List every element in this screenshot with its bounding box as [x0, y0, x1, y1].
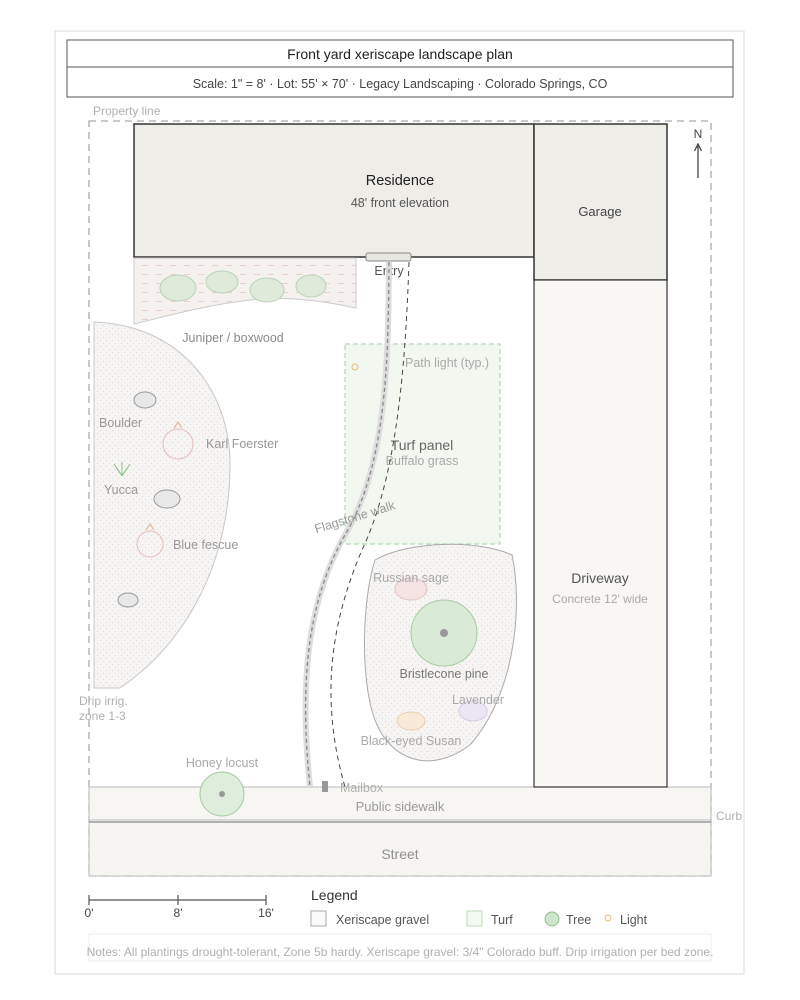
- boulder-label: Boulder: [99, 416, 142, 430]
- grass-tuft-icon-2: [145, 523, 155, 531]
- sheet-frame: [54, 30, 745, 975]
- residence-sublabel: 48' front elevation: [351, 196, 449, 210]
- lavender-clump: [458, 700, 488, 722]
- bristlecone-pine-label: Bristlecone pine: [400, 667, 489, 681]
- entry-stoop: [365, 252, 412, 262]
- shrub-juniper-4: [295, 274, 327, 298]
- public-sidewalk: [88, 786, 712, 821]
- plan-subtitle: Scale: 1" = 8' · Lot: 55' × 70' · Legacy…: [193, 77, 608, 91]
- notes-text: Notes: All plantings drought-tolerant, Z…: [87, 945, 714, 959]
- scale-tick-16: 16': [258, 906, 274, 920]
- scale-bar: 0' 8' 16': [85, 895, 274, 920]
- notes-box: [88, 933, 712, 962]
- legend-light-label: Light: [620, 913, 648, 927]
- boulder-1: [133, 391, 157, 409]
- legend-gravel-swatch: [310, 910, 327, 927]
- shrub-juniper-2: [205, 270, 239, 294]
- legend-tree-label: Tree: [566, 913, 591, 927]
- path-light-label: Path light (typ.): [405, 356, 489, 370]
- legend-light-icon: [604, 914, 612, 922]
- yucca-label: Yucca: [104, 483, 138, 497]
- karl-foerster-label: Karl Foerster: [206, 437, 278, 451]
- property-line-label: Property line: [93, 104, 161, 118]
- legend-turf-label: Turf: [491, 913, 513, 927]
- mailbox-label: Mailbox: [340, 781, 384, 795]
- honey-locust-trunk: [219, 791, 225, 797]
- drip-label-line2: zone 1-3: [79, 709, 126, 723]
- grass-tuft-icon: [173, 421, 183, 429]
- legend-tree-icon: [544, 911, 560, 927]
- turf-panel: [344, 343, 501, 545]
- black-eyed-susan-clump: [396, 711, 426, 731]
- legend-gravel-label: Xeriscape gravel: [336, 913, 429, 927]
- legend-turf-swatch: [466, 910, 483, 927]
- russian-sage-clump: [394, 577, 428, 601]
- drip-label-line1: Drip irrig.: [79, 694, 128, 708]
- garage-label: Garage: [578, 204, 621, 219]
- driveway: [533, 279, 668, 788]
- residence: [133, 123, 535, 258]
- black-eyed-susan-label: Black-eyed Susan: [361, 734, 462, 748]
- sidewalk-label: Public sidewalk: [356, 799, 445, 814]
- juniper-label: Juniper / boxwood: [182, 331, 284, 345]
- blue-fescue-clump: [136, 530, 164, 558]
- turf-panel-label: Turf panel: [391, 437, 454, 453]
- turf-panel-sublabel: Buffalo grass: [386, 454, 459, 468]
- foundation-bed: [133, 257, 357, 325]
- blue-fescue-label: Blue fescue: [173, 538, 238, 552]
- driveway-label: Driveway: [571, 570, 629, 586]
- plan-title: Front yard xeriscape landscape plan: [287, 46, 513, 62]
- path-light-icon: [351, 363, 359, 371]
- legend-title: Legend: [311, 887, 358, 903]
- karl-foerster-grass: [162, 428, 194, 460]
- boulder-2: [153, 489, 181, 509]
- street: [88, 821, 712, 877]
- curb-label: Curb: [716, 809, 742, 823]
- honey-locust-label: Honey locust: [186, 756, 259, 770]
- bristlecone-pine-trunk: [440, 629, 448, 637]
- boulder-3: [117, 592, 139, 608]
- title-block: [66, 39, 734, 98]
- flagstone-walk-left-edge: [304, 261, 390, 788]
- yucca-icon: [113, 462, 131, 477]
- mailbox-icon: [322, 781, 328, 792]
- scale-tick-8: 8': [174, 906, 183, 920]
- street-label: Street: [381, 846, 418, 862]
- garage: [533, 123, 668, 281]
- shrub-juniper-3: [249, 277, 285, 303]
- flagstone-walk-right-edge: [330, 261, 410, 788]
- property-line: [88, 120, 712, 877]
- north-label: N: [694, 127, 703, 141]
- driveway-sublabel: Concrete 12' wide: [552, 592, 648, 606]
- scale-tick-0: 0': [85, 906, 94, 920]
- lavender-label: Lavender: [452, 693, 504, 707]
- north-arrowhead-icon: [693, 142, 703, 152]
- residence-label: Residence: [366, 173, 435, 189]
- shrub-juniper-1: [159, 274, 197, 302]
- russian-sage-label: Russian sage: [373, 571, 449, 585]
